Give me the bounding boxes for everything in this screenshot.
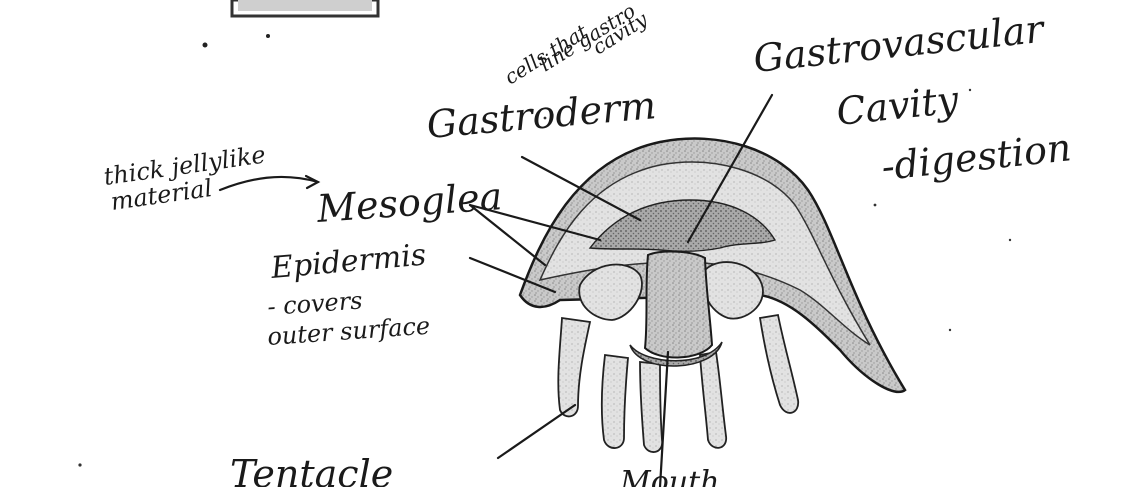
speck [266, 34, 270, 38]
label-mouth: Mouth [619, 465, 719, 487]
scan-box [232, 0, 378, 16]
jellylike-arrow [220, 177, 318, 190]
tentacle-leader [498, 405, 575, 458]
label-cavity: Cavity [834, 77, 961, 134]
speck [203, 43, 208, 48]
manubrium [645, 252, 712, 358]
label-tentacle: Tentacle [230, 452, 393, 487]
epidermis-note-line1: - covers [266, 286, 363, 321]
label-gastroderm: Gastroderm [425, 83, 658, 147]
label-gastrovascular: Gastrovascular [751, 6, 1048, 80]
label-mesoglea: Mesoglea [315, 174, 504, 231]
label-epidermis: Epidermis [269, 238, 428, 287]
label-digestion: -digestion [879, 125, 1073, 189]
